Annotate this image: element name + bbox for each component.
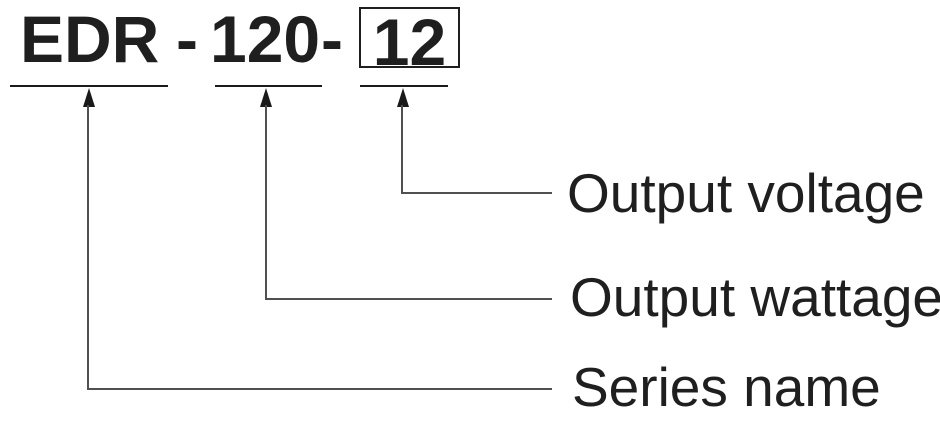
wattage-leader-horizontal-line: [265, 298, 552, 300]
model-code-separator-1: -: [176, 2, 198, 76]
model-code-series: EDR: [20, 2, 160, 76]
voltage-leader-horizontal-line: [401, 192, 552, 194]
model-code-wattage: 120: [210, 2, 321, 76]
wattage-underline: [215, 85, 322, 87]
series-leader-vertical-line: [87, 105, 89, 390]
series-name-label: Series name: [572, 356, 881, 418]
wattage-leader-vertical-line: [265, 105, 267, 300]
model-code-separator-2: -: [321, 2, 343, 76]
wattage-arrow-up-icon: [260, 88, 272, 107]
series-underline: [10, 85, 168, 87]
series-leader-horizontal-line: [87, 388, 552, 390]
output-wattage-label: Output wattage: [570, 266, 940, 328]
voltage-arrow-up-icon: [397, 88, 409, 107]
model-code-voltage: 12: [372, 5, 447, 79]
voltage-underline: [360, 85, 448, 87]
voltage-leader-vertical-line: [401, 105, 403, 194]
voltage-code-box: [359, 7, 460, 68]
output-voltage-label: Output voltage: [567, 162, 925, 224]
series-arrow-up-icon: [83, 88, 95, 107]
